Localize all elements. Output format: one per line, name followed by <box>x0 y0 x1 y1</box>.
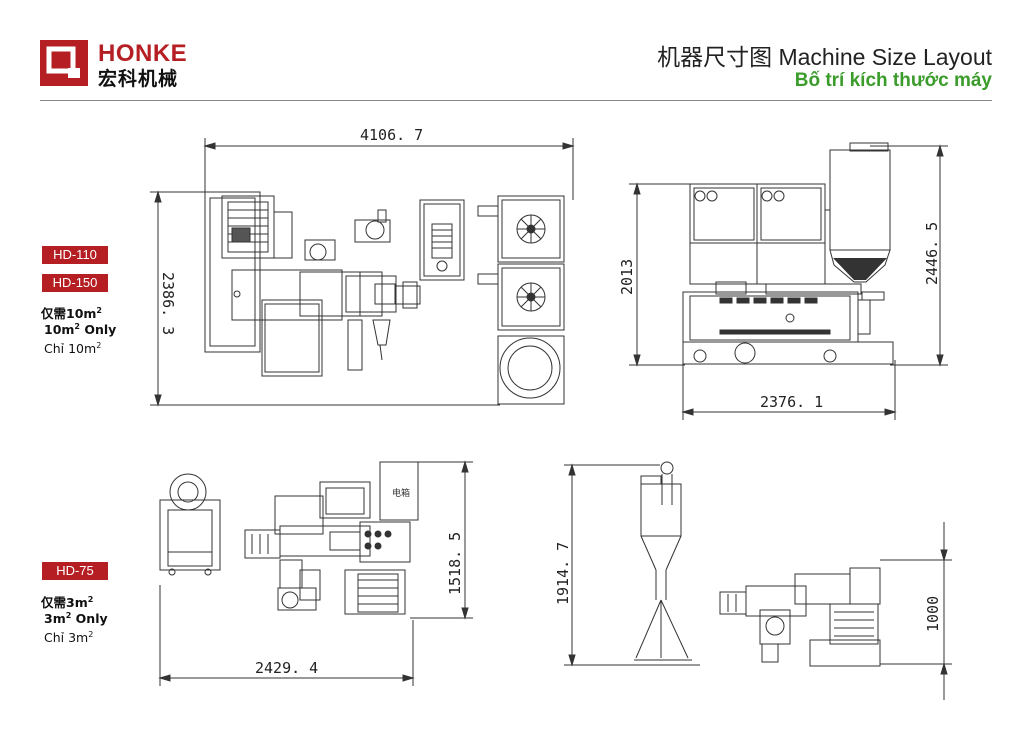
brand-logo: HONKE 宏科机械 <box>40 40 200 90</box>
area-large-vi: Chỉ 10m2 <box>44 341 102 357</box>
dim-top-plan-depth: 2386. 3 <box>159 272 177 335</box>
dim-bottom-cyclone-height: 1914. 7 <box>554 542 572 605</box>
honke-logo-icon <box>40 40 88 86</box>
area-small-en: 3m2 Only <box>44 611 108 627</box>
dim-top-side-width: 2376. 1 <box>760 393 823 411</box>
bottom-side-view: 1000 <box>719 522 952 700</box>
page-subtitle-vi: Bố trí kích thước máy <box>794 70 992 91</box>
dim-top-side-total-height: 2446. 5 <box>923 222 941 285</box>
top-side-view: 2013 2446. 5 2376. 1 <box>618 142 948 420</box>
dim-top-plan-width: 4106. 7 <box>360 126 423 144</box>
area-large-en: 10m2 Only <box>44 322 117 338</box>
area-small-vi: Chỉ 3m2 <box>44 630 94 646</box>
model-badge-hd150: HD-150 <box>42 274 108 292</box>
dim-bottom-plan-depth: 1518. 5 <box>446 532 464 595</box>
cabinet-label: 电箱 <box>392 487 410 499</box>
dim-bottom-side-height: 1000 <box>924 596 942 632</box>
area-large-cn: 仅需10m2 <box>41 305 102 321</box>
bottom-plan-view: 1518. 5 2429. 4 电箱 <box>158 460 473 686</box>
area-small-cn: 仅需3m2 <box>41 594 94 610</box>
brand-name-cn: 宏科机械 <box>98 68 179 90</box>
bottom-cyclone-view: 1914. 7 <box>554 461 700 667</box>
model-badge-hd110: HD-110 <box>42 246 108 264</box>
dim-top-side-height: 2013 <box>618 259 636 295</box>
page-title: 机器尺寸图 Machine Size Layout <box>657 44 992 70</box>
top-plan-view: 4106. 7 2386. 3 <box>150 126 575 407</box>
dim-bottom-plan-width: 2429. 4 <box>255 659 318 677</box>
header-divider <box>40 100 992 101</box>
brand-name-en: HONKE <box>98 40 188 67</box>
model-badge-hd75: HD-75 <box>42 562 108 580</box>
